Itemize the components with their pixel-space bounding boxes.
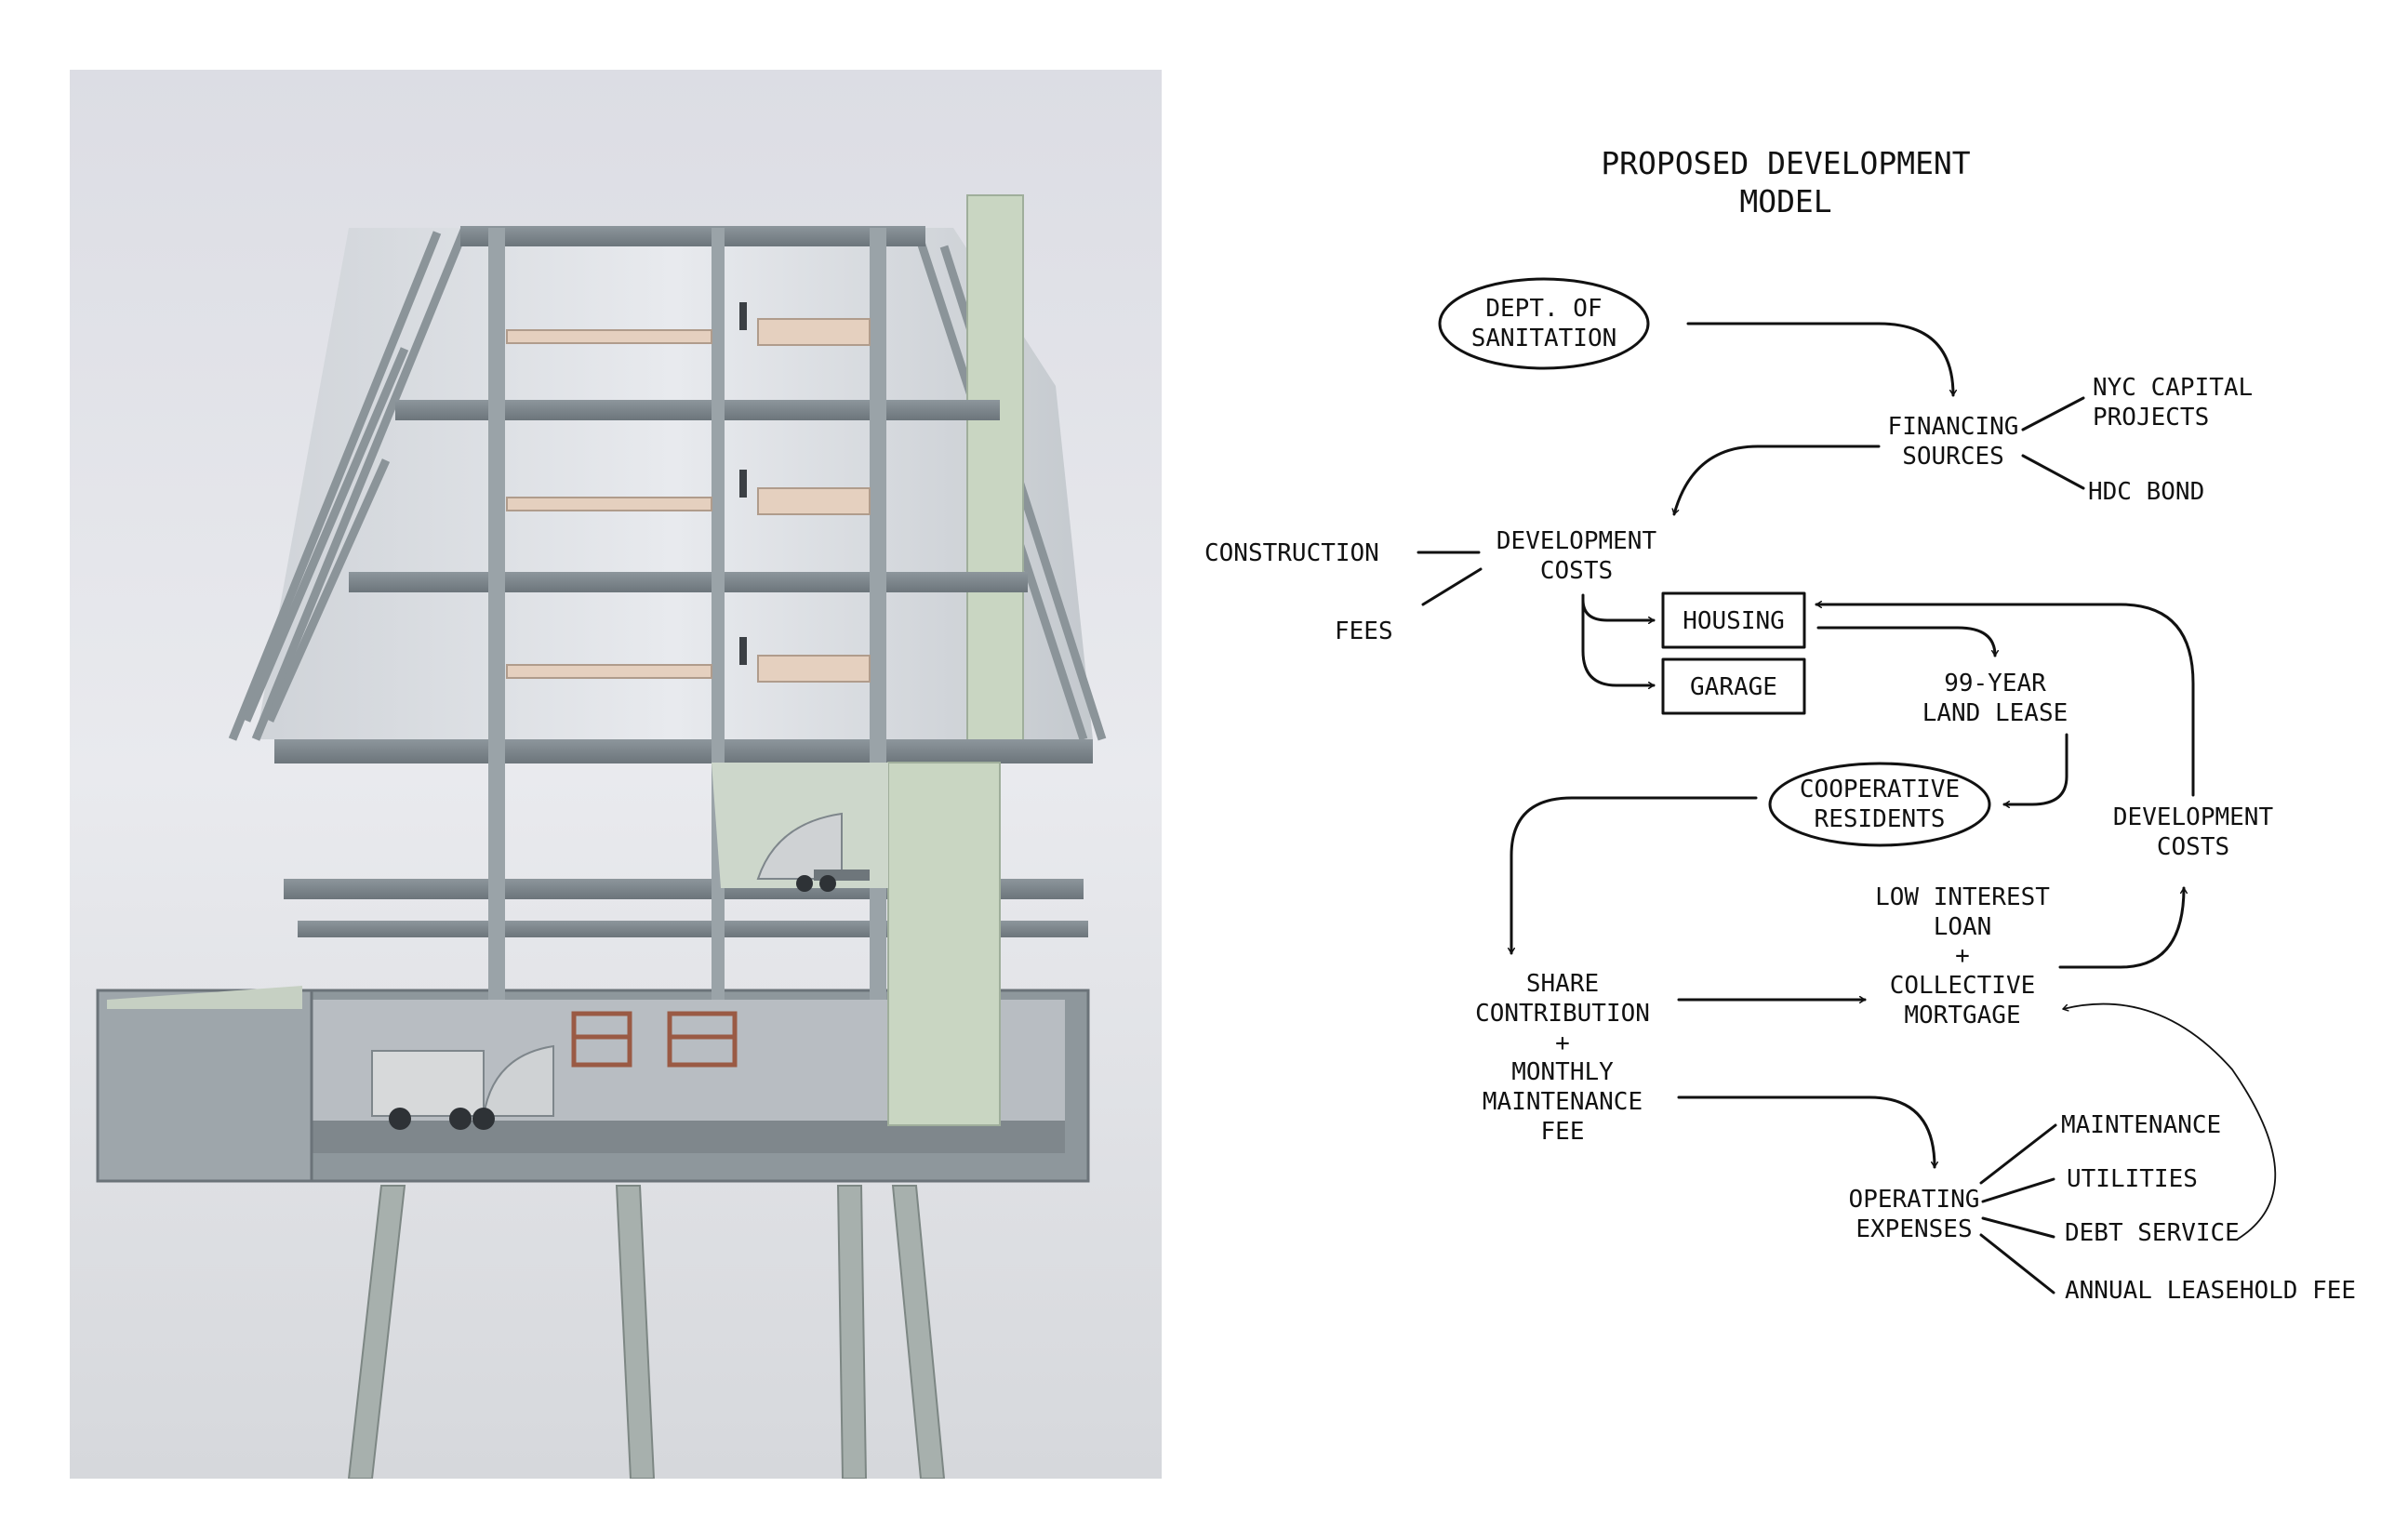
development-model-diagram: PROPOSED DEVELOPMENT MODEL DEPT. OF SANI… [1163, 0, 2381, 1540]
arrow-to-housing [1581, 593, 1656, 620]
utilities-label: UTILITIES [2067, 1165, 2198, 1193]
share-line4: MONTHLY [1511, 1058, 1614, 1086]
hdc-bond-label: HDC BOND [2088, 478, 2204, 506]
loan-line4: COLLECTIVE [1890, 972, 2036, 1000]
line-to-utilities [1981, 1177, 2055, 1203]
model-illustration [70, 70, 1162, 1479]
dept-sanitation-ellipse [1438, 277, 1650, 370]
arrow-dept-to-financing [1686, 322, 1953, 397]
line-to-leasehold [1979, 1233, 2055, 1294]
loan-line1: LOW INTEREST [1875, 883, 2050, 911]
operating-line2: EXPENSES [1856, 1215, 1972, 1243]
devcosts-top-line1: DEVELOPMENT [1496, 527, 1657, 555]
line-to-maintenance [1979, 1123, 2057, 1185]
land-lease-line2: LAND LEASE [1922, 699, 2068, 727]
devcosts-right-line1: DEVELOPMENT [2113, 803, 2274, 831]
loan-plus: + [1955, 942, 1970, 970]
annual-leasehold-label: ANNUAL LEASEHOLD FEE [2065, 1277, 2356, 1305]
operating-line1: OPERATING [1849, 1186, 1980, 1214]
nyc-capital-line1: NYC CAPITAL [2093, 374, 2253, 402]
line-to-hdc-bond [2021, 454, 2085, 490]
dept-sanitation-line2: SANITATION [1471, 325, 1617, 352]
maintenance-label: MAINTENANCE [2061, 1111, 2221, 1139]
architectural-model-photo [70, 70, 1162, 1479]
fees-label: FEES [1335, 617, 1393, 645]
share-line1: SHARE [1526, 970, 1599, 998]
loan-line5: MORTGAGE [1904, 1002, 2020, 1029]
line-to-nyc-capital [2021, 396, 2085, 431]
devcosts-right-line2: COSTS [2157, 833, 2229, 861]
line-to-debt-service [1981, 1216, 2055, 1239]
nyc-capital-line2: PROJECTS [2093, 404, 2209, 431]
share-line2: CONTRIBUTION [1475, 1000, 1650, 1028]
arrow-devcosts-to-housing [1815, 604, 2195, 797]
arrow-financing-to-devcosts [1674, 445, 1881, 516]
financing-sources-line1: FINANCING [1888, 413, 2019, 441]
share-line5: MAINTENANCE [1483, 1088, 1643, 1116]
coop-line1: COOPERATIVE [1800, 776, 1960, 803]
diagram-title-line1: PROPOSED DEVELOPMENT [1601, 145, 1970, 181]
housing-box [1661, 591, 1806, 649]
construction-label: CONSTRUCTION [1204, 539, 1379, 567]
arrow-lease-to-coop [2002, 733, 2068, 804]
cooperative-residents-ellipse [1768, 762, 1991, 847]
devcosts-top-line2: COSTS [1540, 557, 1613, 585]
housing-label: HOUSING [1683, 607, 1785, 635]
dept-sanitation-line1: DEPT. OF [1485, 295, 1602, 323]
financing-sources-line2: SOURCES [1902, 443, 2004, 471]
share-plus: + [1555, 1029, 1570, 1057]
coop-line2: RESIDENTS [1815, 805, 1946, 833]
diagram-title-line2: MODEL [1739, 183, 1831, 219]
debt-service-label: DEBT SERVICE [2065, 1219, 2240, 1247]
arrow-loan-to-devcosts [2058, 886, 2184, 969]
land-lease-line1: 99-YEAR [1944, 670, 2046, 697]
loan-line2: LOAN [1934, 913, 1992, 941]
garage-box [1661, 657, 1806, 715]
line-fees [1421, 567, 1483, 606]
arrow-housing-to-lease [1816, 626, 1995, 657]
arrow-debt-to-mortgage [2063, 1002, 2277, 1241]
share-line6: FEE [1541, 1118, 1585, 1146]
arrow-coop-to-share [1511, 796, 1758, 955]
arrow-to-garage [1581, 598, 1656, 685]
diagram-canvas: PROPOSED DEVELOPMENT MODEL DEPT. OF SANI… [1204, 145, 2356, 1305]
arrow-share-to-operating [1677, 1095, 1935, 1169]
garage-label: GARAGE [1690, 673, 1777, 701]
